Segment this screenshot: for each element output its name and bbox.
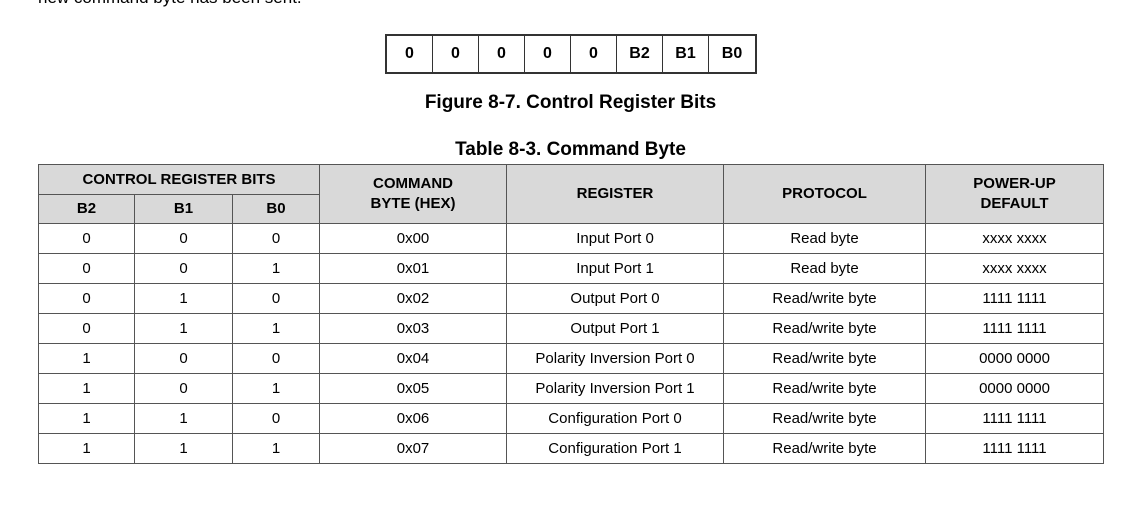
protocol-cell: Read byte [723,253,927,284]
b2-cell: 0 [38,313,135,344]
power-up-default-header-line1: POWER-UP [973,175,1056,192]
protocol-cell: Read/write byte [723,313,927,344]
register-bit-5: 0 [479,36,525,72]
command-byte-cell: 0x06 [319,403,508,434]
power-up-default-cell: 1111 1111 [925,433,1105,464]
command-byte-cell: 0x02 [319,283,508,314]
command-byte-header: COMMAND BYTE (HEX) [319,164,508,224]
register-cell: Polarity Inversion Port 0 [506,343,725,374]
command-byte-cell: 0x04 [319,343,508,374]
command-byte-cell: 0x07 [319,433,508,464]
b0-cell: 0 [231,343,321,374]
b0-cell: 0 [231,223,321,254]
b1-cell: 1 [134,433,233,464]
b0-cell: 1 [231,433,321,464]
b2-cell: 0 [38,223,135,254]
register-bit-7: 0 [387,36,433,72]
b1-cell: 0 [134,223,233,254]
b2-cell: 1 [38,403,135,434]
command-byte-cell: 0x05 [319,373,508,404]
b2-cell: 1 [38,373,135,404]
register-cell: Configuration Port 1 [506,433,725,464]
command-byte-table: CONTROL REGISTER BITS COMMAND BYTE (HEX)… [37,164,1105,464]
register-bit-3: 0 [571,36,617,72]
register-cell: Input Port 0 [506,223,725,254]
table-row: 0 1 1 0x03 Output Port 1 Read/write byte… [38,313,1105,344]
protocol-header: PROTOCOL [723,164,927,224]
register-bit-2: B2 [617,36,663,72]
b0-header: B0 [231,194,321,224]
b2-cell: 0 [38,283,135,314]
power-up-default-cell: 1111 1111 [925,313,1105,344]
power-up-default-cell: xxxx xxxx [925,253,1105,284]
table-row: 1 1 1 0x07 Configuration Port 1 Read/wri… [38,433,1105,464]
b1-header: B1 [134,194,233,224]
table-row: 0 0 1 0x01 Input Port 1 Read byte xxxx x… [38,253,1105,284]
register-bit-1: B1 [663,36,709,72]
protocol-cell: Read/write byte [723,343,927,374]
b2-cell: 0 [38,253,135,284]
protocol-cell: Read/write byte [723,373,927,404]
register-cell: Input Port 1 [506,253,725,284]
register-cell: Polarity Inversion Port 1 [506,373,725,404]
command-byte-cell: 0x03 [319,313,508,344]
table-caption: Table 8-3. Command Byte [455,139,686,160]
b1-cell: 0 [134,253,233,284]
b2-cell: 1 [38,433,135,464]
table-row: 1 1 0 0x06 Configuration Port 0 Read/wri… [38,403,1105,434]
table-body: 0 0 0 0x00 Input Port 0 Read byte xxxx x… [38,223,1105,464]
b0-cell: 1 [231,253,321,284]
protocol-cell: Read byte [723,223,927,254]
b0-cell: 0 [231,403,321,434]
table-row: 0 0 0 0x00 Input Port 0 Read byte xxxx x… [38,223,1105,254]
power-up-default-cell: 0000 0000 [925,343,1105,374]
protocol-cell: Read/write byte [723,403,927,434]
table-row: 0 1 0 0x02 Output Port 0 Read/write byte… [38,283,1105,314]
command-byte-header-line1: COMMAND [373,175,454,192]
power-up-default-cell: 0000 0000 [925,373,1105,404]
b1-cell: 1 [134,313,233,344]
b1-cell: 1 [134,283,233,314]
register-bit-4: 0 [525,36,571,72]
b0-cell: 0 [231,283,321,314]
b0-cell: 1 [231,313,321,344]
power-up-default-header: POWER-UP DEFAULT [925,164,1105,224]
command-byte-header-line2: BYTE (HEX) [370,195,456,212]
figure-caption: Figure 8-7. Control Register Bits [424,92,717,113]
power-up-default-cell: 1111 1111 [925,283,1105,314]
control-register-bits-figure: 0 0 0 0 0 B2 B1 B0 [385,34,757,74]
table-header-row: CONTROL REGISTER BITS COMMAND BYTE (HEX)… [37,164,1105,224]
power-up-default-cell: xxxx xxxx [925,223,1105,254]
b2-cell: 1 [38,343,135,374]
command-byte-cell: 0x01 [319,253,508,284]
table-row: 1 0 0 0x04 Polarity Inversion Port 0 Rea… [38,343,1105,374]
command-byte-cell: 0x00 [319,223,508,254]
register-cell: Output Port 0 [506,283,725,314]
register-cell: Configuration Port 0 [506,403,725,434]
b1-cell: 0 [134,373,233,404]
table-row: 1 0 1 0x05 Polarity Inversion Port 1 Rea… [38,373,1105,404]
register-bit-0: B0 [721,45,743,62]
table-subheader-row: B2 B1 B0 [38,194,1104,224]
b0-cell: 1 [231,373,321,404]
control-register-bits-header: CONTROL REGISTER BITS [37,164,321,195]
power-up-default-header-line2: DEFAULT [980,195,1049,212]
register-header: REGISTER [506,164,725,224]
protocol-cell: Read/write byte [723,283,927,314]
register-cell: Output Port 1 [506,313,725,344]
b1-cell: 1 [134,403,233,434]
b1-cell: 0 [134,343,233,374]
protocol-cell: Read/write byte [723,433,927,464]
register-bit-6: 0 [433,36,479,72]
power-up-default-cell: 1111 1111 [925,403,1105,434]
intro-text: new command byte has been sent. [38,0,302,8]
b2-header: B2 [38,194,135,224]
